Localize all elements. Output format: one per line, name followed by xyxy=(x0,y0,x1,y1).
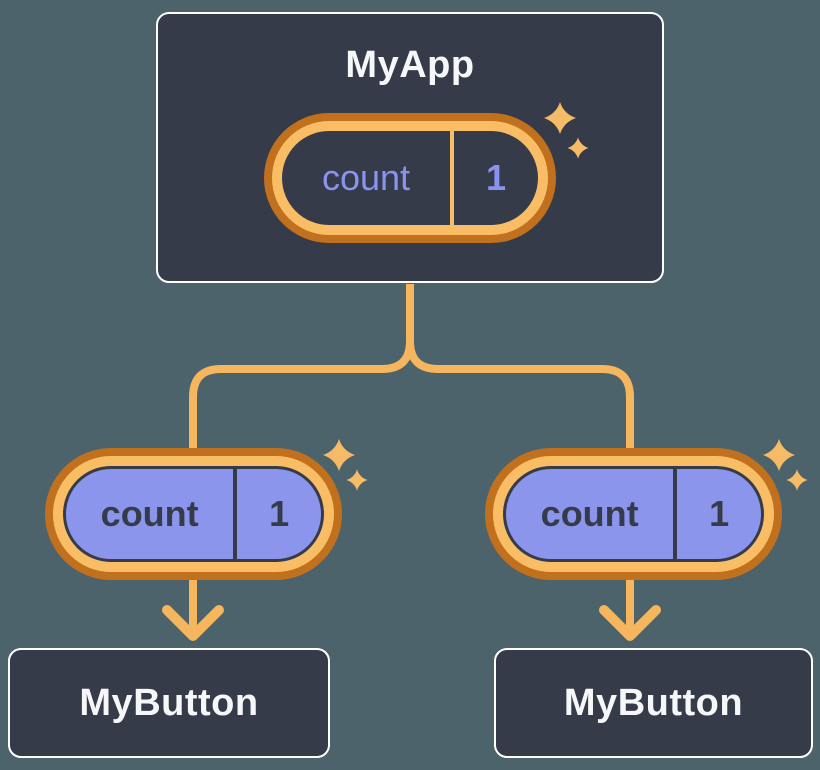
prop-pill-right-ring: count 1 xyxy=(493,456,774,572)
node-title-mybutton-left: MyButton xyxy=(79,681,259,724)
sparkle-icon xyxy=(786,469,808,491)
arrow-down-left-icon xyxy=(162,605,224,641)
prop-pill-right-body: count 1 xyxy=(503,466,764,562)
prop-pill-right-label: count xyxy=(540,493,639,534)
node-mybutton-left: MyButton xyxy=(8,648,330,758)
sparkle-icon xyxy=(346,469,368,491)
prop-pill-left: count 1 xyxy=(45,448,342,580)
node-title-mybutton-right: MyButton xyxy=(563,681,744,724)
prop-pill-left-value: 1 xyxy=(269,493,290,534)
state-pill: count 1 xyxy=(264,113,556,243)
node-mybutton-right: MyButton xyxy=(494,648,813,758)
prop-pill-right: count 1 xyxy=(485,448,782,580)
arrow-down-right-icon xyxy=(599,605,661,641)
prop-pill-left-ring: count 1 xyxy=(53,456,334,572)
state-pill-ring: count 1 xyxy=(272,121,548,235)
prop-pill-right-value: 1 xyxy=(709,493,730,534)
node-title-myapp: MyApp xyxy=(345,44,475,86)
sparkle-icon xyxy=(763,439,795,471)
sparkle-icon xyxy=(323,439,355,471)
state-pill-body: count 1 xyxy=(282,131,538,225)
prop-pill-left-label: count xyxy=(100,493,199,534)
state-pill-value: 1 xyxy=(485,157,507,198)
state-pill-divider xyxy=(450,131,454,225)
prop-pill-right-divider xyxy=(673,469,678,559)
prop-pill-left-body: count 1 xyxy=(63,466,324,562)
state-pill-label: count xyxy=(321,157,411,198)
